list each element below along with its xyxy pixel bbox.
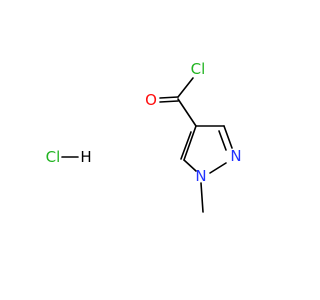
bond-c5-n1	[183, 159, 197, 172]
molecule-diagram: Cl O N N Cl H	[46, 60, 242, 213]
bond-c-cl	[177, 77, 194, 98]
bond-c-o-a	[159, 96, 179, 99]
salt-chlorine: Cl	[46, 148, 61, 166]
bonds	[61, 77, 233, 213]
atom-oxygen: O	[145, 91, 157, 109]
atom-chlorine-acyl: Cl	[191, 60, 206, 78]
bond-c3-n2	[223, 125, 233, 149]
bond-n1-methyl	[200, 182, 204, 213]
bond-c-c4	[177, 98, 197, 127]
bond-c4-c5-inner	[180, 131, 192, 160]
bond-n2-n1	[209, 162, 227, 174]
atom-nitrogen-2: N	[230, 147, 241, 165]
structure-canvas: Cl O N N Cl H	[45, 60, 242, 213]
bond-c4-c5	[183, 125, 197, 161]
salt-hydrogen: H	[80, 148, 91, 166]
bond-c-o-b	[159, 100, 179, 103]
atom-nitrogen-1: N	[195, 167, 206, 185]
bond-c3-n2-inner	[218, 130, 227, 151]
